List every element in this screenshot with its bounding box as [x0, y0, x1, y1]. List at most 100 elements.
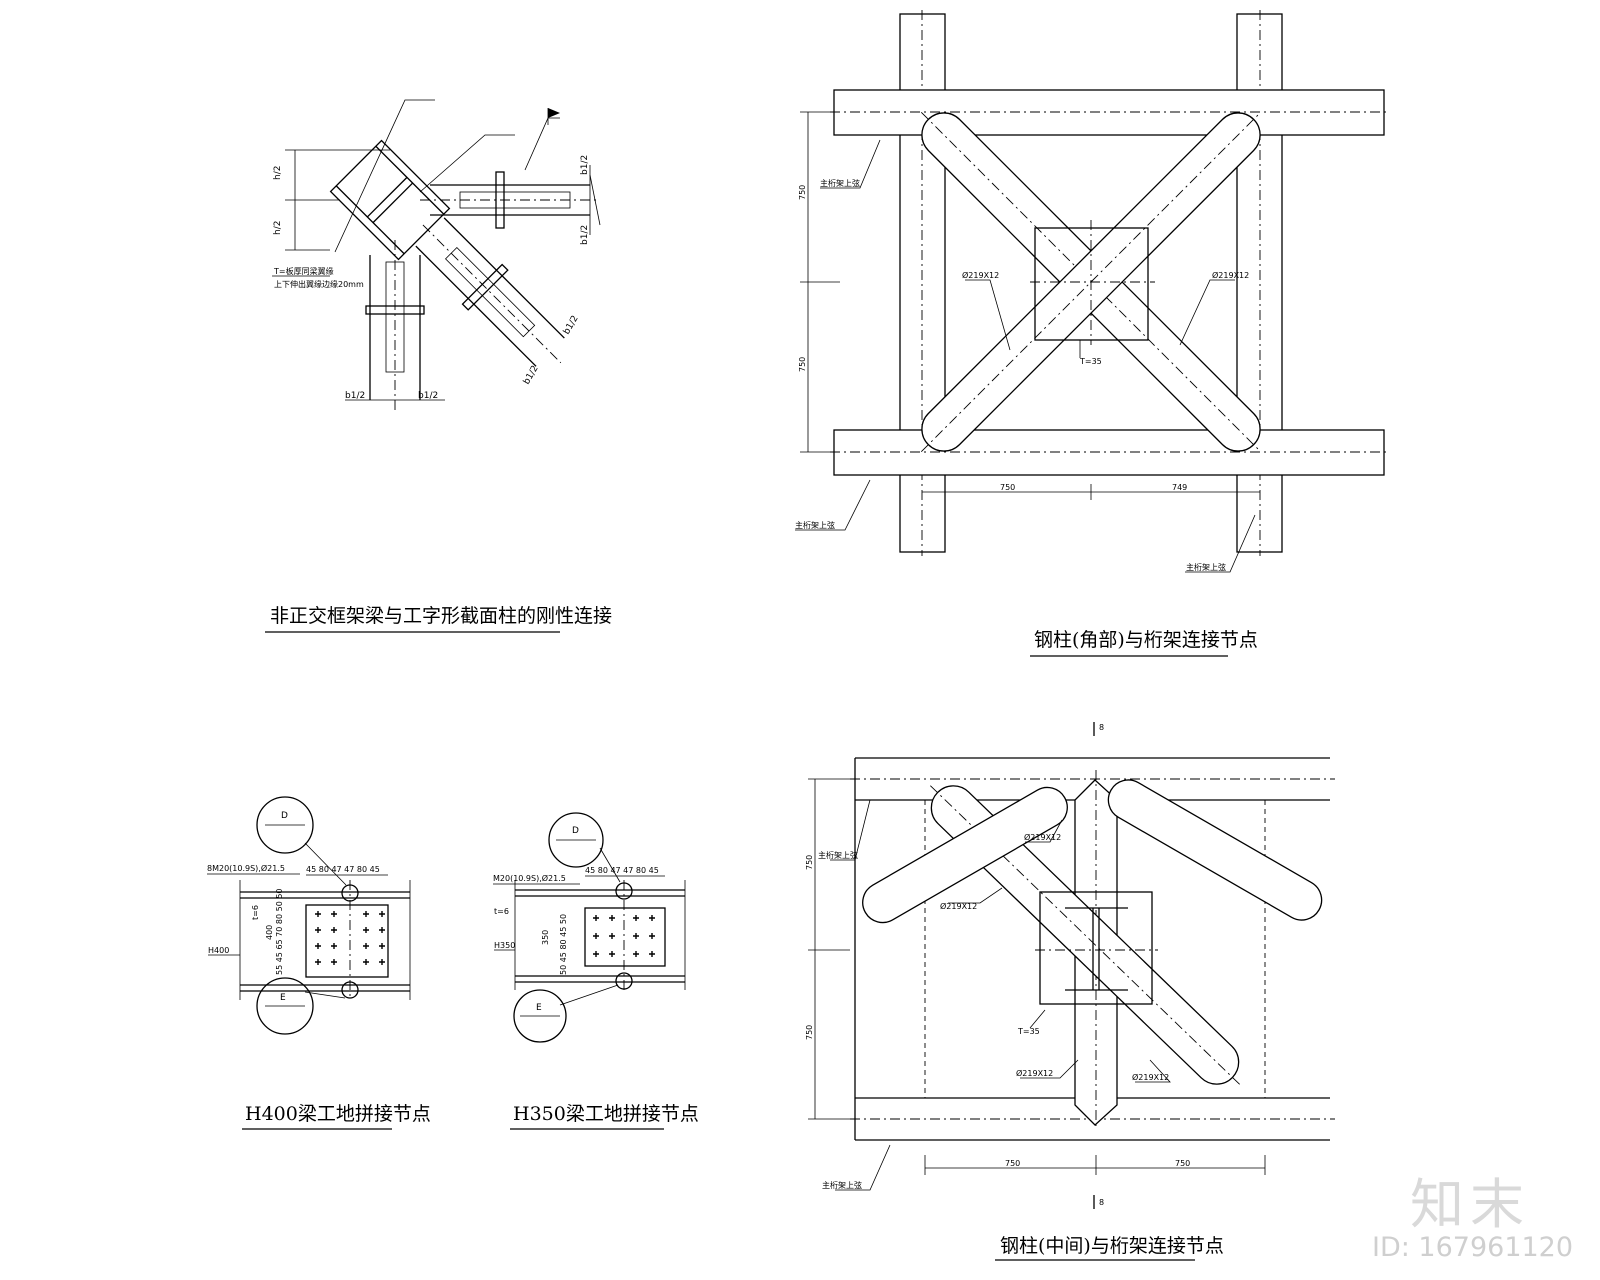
- h400-left-dims: 55 45 65 70 80 50 50: [275, 888, 284, 975]
- h350-plate-note: t=6: [494, 907, 509, 916]
- h350-bolt: [649, 915, 655, 921]
- h400-bolt-group: [315, 911, 385, 965]
- middle-dim-v2: 750: [805, 1025, 814, 1040]
- middle-pipe-3: Ø219X12: [1016, 1068, 1053, 1078]
- middle-plate-thickness: T=35: [1017, 1027, 1040, 1036]
- h400-bolt: [363, 911, 369, 917]
- gusset-plate: [1034, 227, 1149, 341]
- chord-top: [833, 89, 1385, 136]
- watermark-id: ID: 167961120: [1372, 1232, 1574, 1263]
- h350-bolt: [593, 933, 599, 939]
- b-half-label-3: b1/2: [345, 391, 365, 401]
- middle-dim-h1: 750: [1005, 1159, 1020, 1168]
- corner-pipe-left: Ø219X12: [962, 270, 999, 280]
- beam-vertical: [365, 240, 425, 410]
- chord-bottom: [833, 429, 1385, 476]
- h350-bolt: [609, 933, 615, 939]
- h400-callout-d: D: [281, 811, 288, 821]
- corner-dim-v2: 750: [798, 357, 807, 372]
- middle-pipe-1: Ø219X12: [1024, 832, 1061, 842]
- h350-bolt: [633, 915, 639, 921]
- h350-bolt: [649, 933, 655, 939]
- detail-h350-splice: D E 45 80 47 47 80 45 M20(10.9S),Ø21.5 5…: [493, 812, 686, 1043]
- h350-bolt: [609, 951, 615, 957]
- corner-leader-1: 主桁架上弦: [820, 178, 860, 188]
- h400-bolt: [315, 959, 321, 965]
- h400-bolt: [331, 959, 337, 965]
- h350-bolt: [649, 951, 655, 957]
- h350-left-dims: 50 45 80 45 50: [559, 914, 568, 975]
- middle-leader-1: 主桁架上弦: [818, 850, 858, 860]
- corner-leader-2: 主桁架上弦: [795, 520, 835, 530]
- h400-bolt: [363, 959, 369, 965]
- caption-h400-splice: H400梁工地拼接节点: [245, 1103, 431, 1125]
- h400-bolt: [379, 927, 385, 933]
- corner-plate-thickness: T=35: [1079, 357, 1102, 366]
- h350-beam-label: H350: [494, 941, 515, 950]
- section-mark-top: 8: [1099, 723, 1104, 732]
- middle-dim-v1: 750: [805, 855, 814, 870]
- b-half-label-5: b1/2: [562, 314, 581, 336]
- h400-bolt: [315, 927, 321, 933]
- caption-rigid-connection: 非正交框架梁与工字形截面柱的刚性连接: [270, 605, 612, 627]
- h350-callout-e: E: [536, 1003, 542, 1013]
- middle-pipe-2: Ø219X12: [940, 901, 977, 911]
- h400-bolt: [363, 927, 369, 933]
- b-half-label-2: b1/2: [580, 225, 590, 245]
- middle-pipe-4: Ø219X12: [1132, 1072, 1169, 1082]
- corner-pipe-right: Ø219X12: [1212, 270, 1249, 280]
- h-column: [329, 139, 451, 261]
- h350-callout-d: D: [572, 826, 579, 836]
- detail-rigid-connection: h/2 h/2 b1/2 b1/2 b1/2 b1/2 b1/2 b1/2 T=…: [272, 99, 601, 410]
- note-flange-extension: 上下伸出翼缘边缘20mm: [274, 279, 364, 289]
- h350-bolt-spec: M20(10.9S),Ø21.5: [493, 873, 566, 883]
- section-mark-bottom: 8: [1099, 1198, 1104, 1207]
- h350-top-dims: 45 80 47 47 80 45: [585, 866, 659, 875]
- h350-bolt: [633, 951, 639, 957]
- detail-h400-splice: D E 45 80 47 47 80 45 8M20(10.9S),Ø21.5 …: [207, 796, 411, 1035]
- caption-h350-splice: H350梁工地拼接节点: [513, 1103, 699, 1125]
- middle-leader-2: 主桁架上弦: [822, 1180, 862, 1190]
- b-half-label-6: b1/2: [522, 364, 541, 386]
- beam-diagonal: [415, 217, 565, 367]
- h400-callout-e: E: [280, 993, 286, 1003]
- b-half-label-1: b1/2: [580, 155, 590, 175]
- h400-bolt: [331, 927, 337, 933]
- h400-beam-label: H400: [208, 946, 229, 955]
- watermark-logo: 知末: [1410, 1173, 1530, 1236]
- h400-plate-note: t=6: [251, 905, 260, 920]
- h-half-top-label: h/2: [273, 166, 283, 180]
- h350-height: 350: [541, 930, 550, 945]
- middle-gusset-plate: [1039, 891, 1153, 1005]
- h400-bolt-spec: 8M20(10.9S),Ø21.5: [207, 863, 285, 873]
- corner-dim-h1: 750: [1000, 483, 1015, 492]
- middle-dim-h2: 750: [1175, 1159, 1190, 1168]
- h400-bolt: [379, 911, 385, 917]
- b-half-label-4: b1/2: [418, 391, 438, 401]
- h350-bolt-group: [593, 915, 655, 957]
- detail-middle-node: 750 750 750 750 8 8 Ø219X12 Ø219X12 Ø219…: [805, 722, 1335, 1209]
- h400-height: 400: [265, 925, 274, 940]
- corner-dim-h2: 749: [1172, 483, 1187, 492]
- corner-leader-3: 主桁架上弦: [1186, 562, 1226, 572]
- h400-bolt: [379, 959, 385, 965]
- caption-middle-node: 钢柱(中间)与桁架连接节点: [1000, 1235, 1224, 1257]
- h400-bolt: [363, 943, 369, 949]
- corner-dim-v1: 750: [798, 185, 807, 200]
- h400-top-dims: 45 80 47 47 80 45: [306, 865, 380, 874]
- h350-bolt: [609, 915, 615, 921]
- h400-bolt: [331, 911, 337, 917]
- beam-horizontal: [420, 171, 601, 229]
- h400-bolt: [331, 943, 337, 949]
- detail-corner-node: 750 750 750 749 Ø219X12 Ø219X12 T=35 主桁架…: [795, 10, 1390, 573]
- h400-bolt: [379, 943, 385, 949]
- note-plate-thickness: T=板厚同梁翼缘: [273, 266, 334, 276]
- h400-bolt: [315, 911, 321, 917]
- h-half-bottom-label: h/2: [273, 221, 283, 235]
- caption-corner-node: 钢柱(角部)与桁架连接节点: [1034, 629, 1258, 651]
- h350-bolt: [593, 951, 599, 957]
- h350-bolt: [633, 933, 639, 939]
- h350-bolt: [593, 915, 599, 921]
- h400-bolt: [315, 943, 321, 949]
